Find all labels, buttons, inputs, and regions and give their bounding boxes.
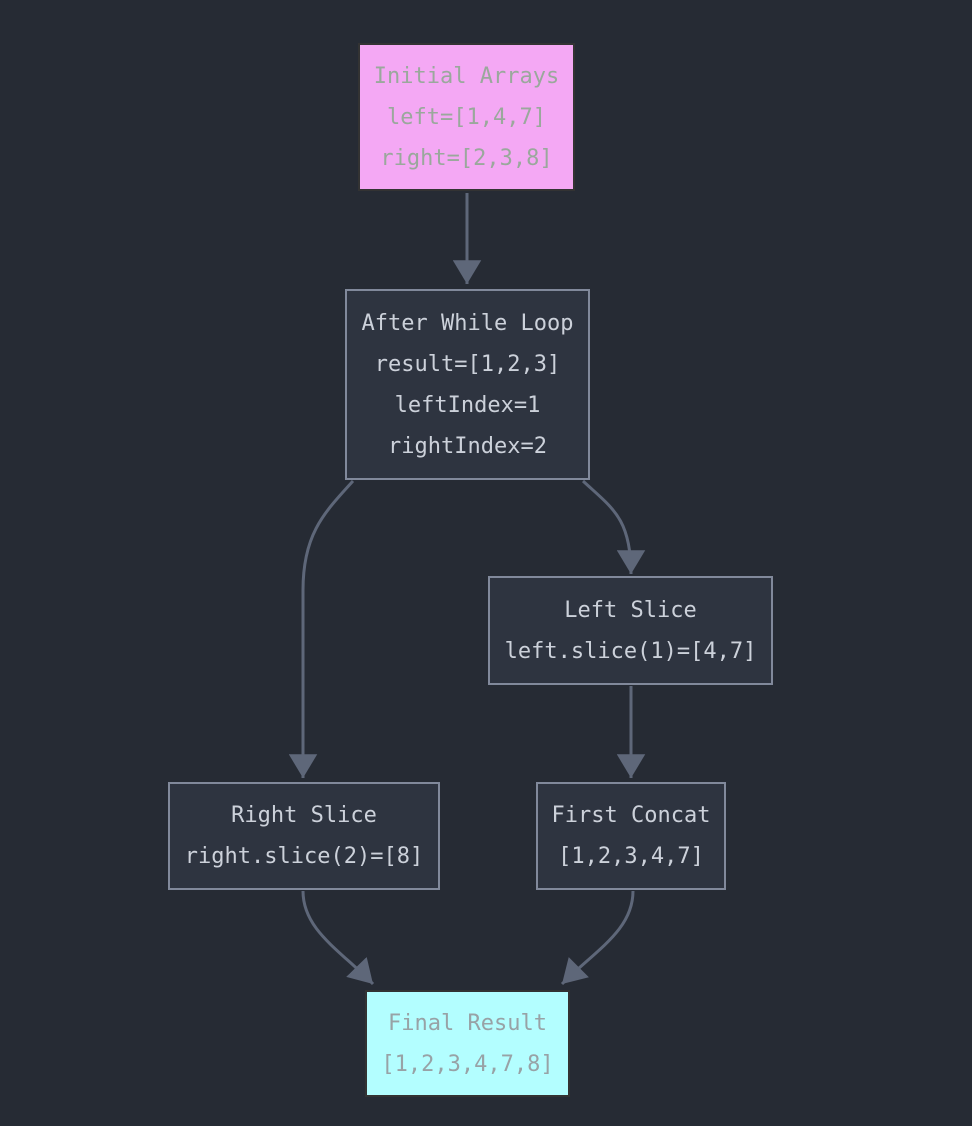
node-value: leftIndex=1 — [394, 392, 541, 418]
node-title: First Concat — [551, 803, 711, 828]
node-final-result: Final Result [1,2,3,4,7,8] — [365, 990, 570, 1097]
node-value: [1,2,3,4,7] — [558, 844, 704, 869]
node-title: Left Slice — [564, 597, 697, 623]
node-title: After While Loop — [361, 310, 574, 336]
node-value: right.slice(2)=[8] — [184, 844, 424, 869]
node-title: Final Result — [388, 1010, 547, 1036]
node-value: rightIndex=2 — [388, 433, 547, 459]
node-value: [1,2,3,4,7,8] — [381, 1051, 554, 1077]
node-after-while-loop: After While Loop result=[1,2,3] leftInde… — [345, 289, 590, 480]
node-initial-arrays: Initial Arrays left=[1,4,7] right=[2,3,8… — [358, 43, 575, 191]
node-value: left.slice(1)=[4,7] — [504, 638, 757, 664]
node-right-slice: Right Slice right.slice(2)=[8] — [168, 782, 440, 890]
node-value: right=[2,3,8] — [380, 145, 553, 171]
edge-while-to-leftslice — [581, 479, 646, 575]
node-left-slice: Left Slice left.slice(1)=[4,7] — [488, 576, 773, 685]
node-title: Initial Arrays — [373, 63, 560, 89]
node-value: left=[1,4,7] — [387, 104, 546, 130]
edge-firstconcat-to-final — [560, 890, 635, 986]
edge-while-to-rightslice — [288, 479, 355, 778]
edge-rightslice-to-final — [301, 890, 375, 986]
node-value: result=[1,2,3] — [374, 351, 561, 377]
node-first-concat: First Concat [1,2,3,4,7] — [536, 782, 726, 890]
node-title: Right Slice — [231, 803, 377, 828]
